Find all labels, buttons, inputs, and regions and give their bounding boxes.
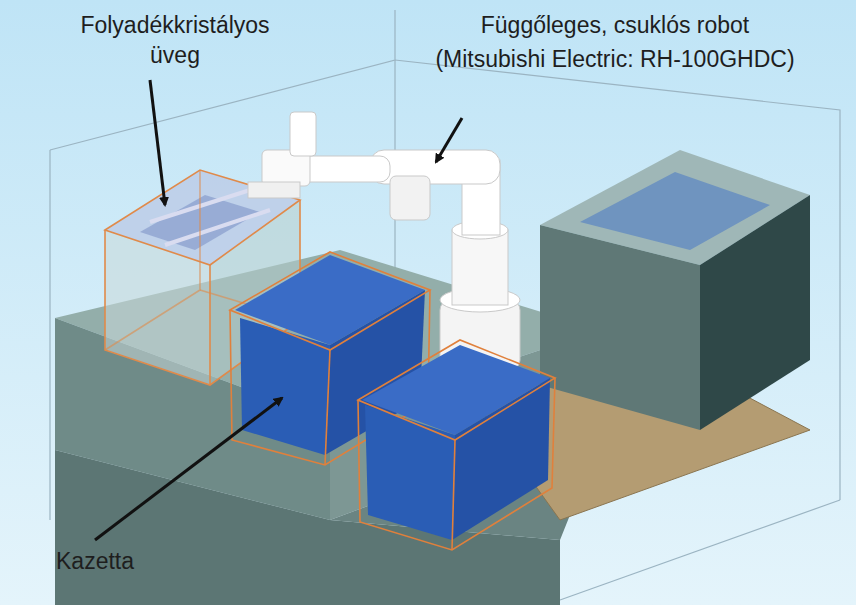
callout-label: (Mitsubishi Electric: RH-100GHDC) (380, 44, 850, 74)
callout-label: Függőleges, csuklós robot (380, 10, 850, 40)
part-label: Kazetta (25, 546, 165, 576)
leader-arrows (95, 80, 462, 540)
station-box (540, 150, 810, 430)
cassette (358, 340, 555, 550)
callout-label: Folyadékkristályos üveg (68, 10, 283, 70)
